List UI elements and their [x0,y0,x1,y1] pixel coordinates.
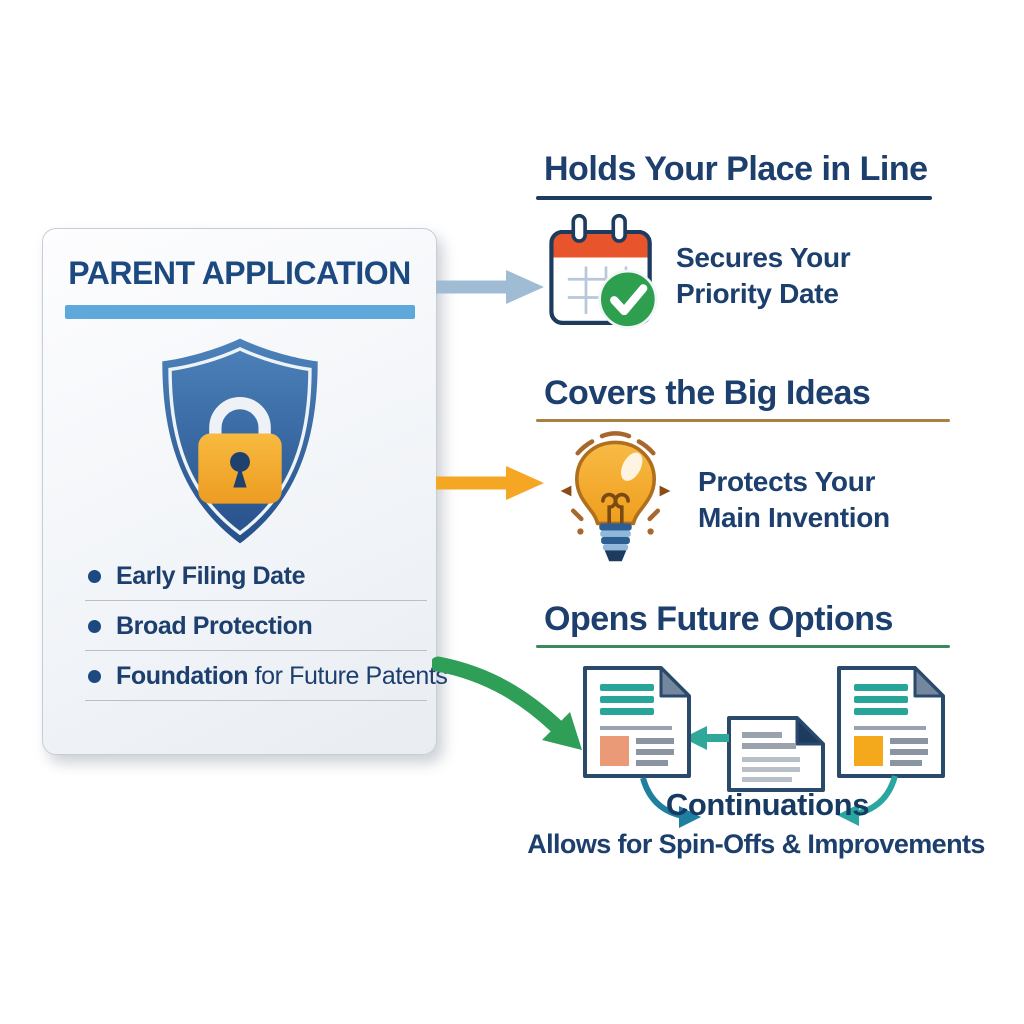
section-heading-big-ideas: Covers the Big Ideas [544,374,871,412]
list-item: Broad Protection [85,601,427,651]
lightbulb-icon [560,431,671,562]
bullet-label: Broad Protection [116,612,313,640]
bullet-dot-icon [88,570,101,583]
arrow-curved-green-icon [432,656,582,750]
text-line: Protects Your [698,466,876,497]
bullet-dot-icon [88,670,101,683]
arrow-left-teal-icon [683,726,729,750]
section-text-place-in-line: Secures Your Priority Date [676,240,851,312]
documents-continuation-icon [583,666,945,828]
bullet-label: Foundation [116,662,249,690]
document-middle-icon [727,716,825,792]
document-right-icon [837,666,945,778]
arrow-right-orange-icon [436,466,544,500]
list-item: Foundation for Future Patents [85,651,448,701]
text-line: Main Invention [698,502,890,533]
section-heading-place-in-line: Holds Your Place in Line [544,150,928,188]
heading-underline [536,196,932,200]
card-title: PARENT APPLICATION [68,255,411,291]
section-text-big-ideas: Protects Your Main Invention [698,464,890,536]
arrow-curved-right-icon [837,775,898,826]
arrow-right-blue-icon [436,270,544,304]
bullet-dot-icon [88,620,101,633]
heading-underline [536,419,950,422]
arrow-curved-left-icon [640,777,701,828]
continuations-label: Continuations [665,787,870,822]
bullet-label-rest: for Future Patents [248,662,448,690]
benefit-list: Early Filing Date Broad Protection Found… [85,551,448,701]
section-heading-future-options: Opens Future Options [544,600,893,638]
accent-bar [65,305,415,319]
heading-underline [536,645,950,648]
text-line: Priority Date [676,278,839,309]
document-left-icon [583,666,691,778]
list-item: Early Filing Date [85,551,427,601]
bullet-label: Early Filing Date [116,562,306,590]
calendar-check-icon [549,213,658,329]
future-options-caption: Allows for Spin-Offs & Improvements [527,829,985,859]
parent-application-card: PARENT APPLICATION [42,228,448,755]
text-line: Secures Your [676,242,851,273]
shield-lock-icon [145,333,335,551]
